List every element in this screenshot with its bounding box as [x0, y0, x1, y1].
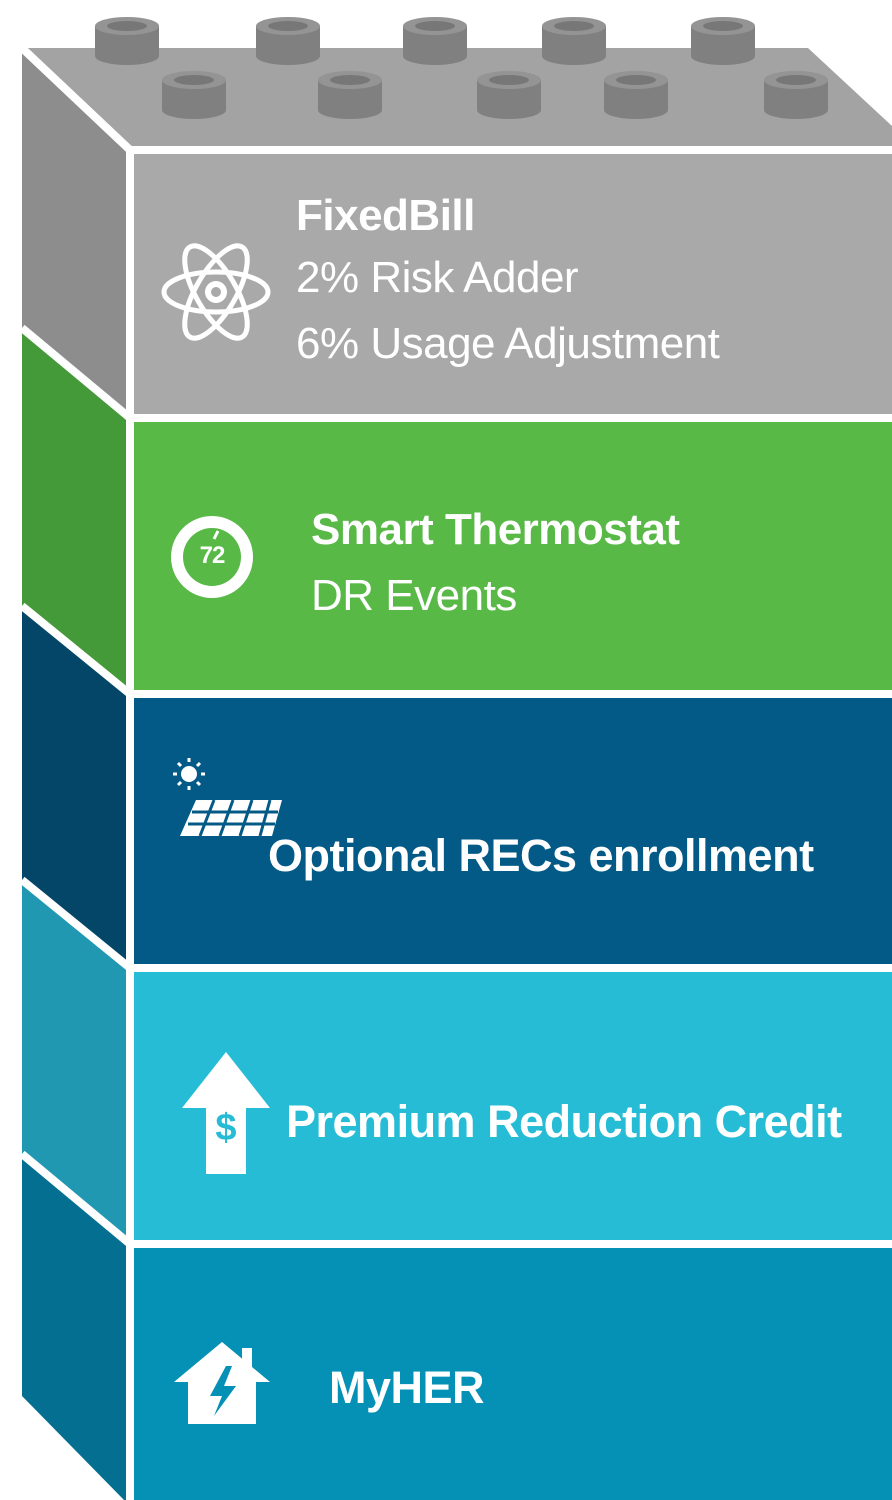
stud — [764, 71, 828, 119]
fixedbill-title: FixedBill — [296, 191, 475, 240]
front-face-fixedbill — [130, 150, 892, 418]
stud — [318, 71, 382, 119]
stud — [691, 17, 755, 65]
svg-text:$: $ — [215, 1107, 236, 1149]
stud — [162, 71, 226, 119]
stud — [403, 17, 467, 65]
side-face-recs — [22, 606, 130, 968]
thermostat-icon — [171, 516, 253, 598]
house-lightning-icon — [174, 1342, 270, 1424]
stud — [477, 71, 541, 119]
front-face-thermostat — [130, 418, 892, 694]
myher-title: MyHER — [329, 1362, 485, 1413]
layer-separators — [19, 45, 892, 1500]
side-face-premium — [22, 880, 130, 1244]
solar-panel-icon — [173, 758, 282, 837]
stud — [542, 17, 606, 65]
side-face-thermostat — [22, 328, 130, 694]
stud — [604, 71, 668, 119]
stud — [256, 17, 320, 65]
brick-studs — [95, 17, 828, 119]
recs-title: Optional RECs enrollment — [268, 830, 814, 881]
fixedbill-risk-adder: 2% Risk Adder — [296, 253, 579, 302]
dollar-arrow-up-icon: $ — [182, 1052, 270, 1174]
premium-title: Premium Reduction Credit — [286, 1096, 842, 1147]
side-face-myher — [22, 1154, 130, 1500]
fixedbill-usage-adjustment: 6% Usage Adjustment — [296, 319, 720, 368]
atom-icon — [161, 243, 271, 341]
brick-top-face — [22, 48, 892, 150]
thermostat-title: Smart Thermostat — [311, 505, 680, 554]
thermostat-reading: 72 — [199, 542, 226, 569]
stud — [95, 17, 159, 65]
side-face-fixedbill — [22, 48, 130, 418]
thermostat-dr-events: DR Events — [311, 571, 517, 620]
